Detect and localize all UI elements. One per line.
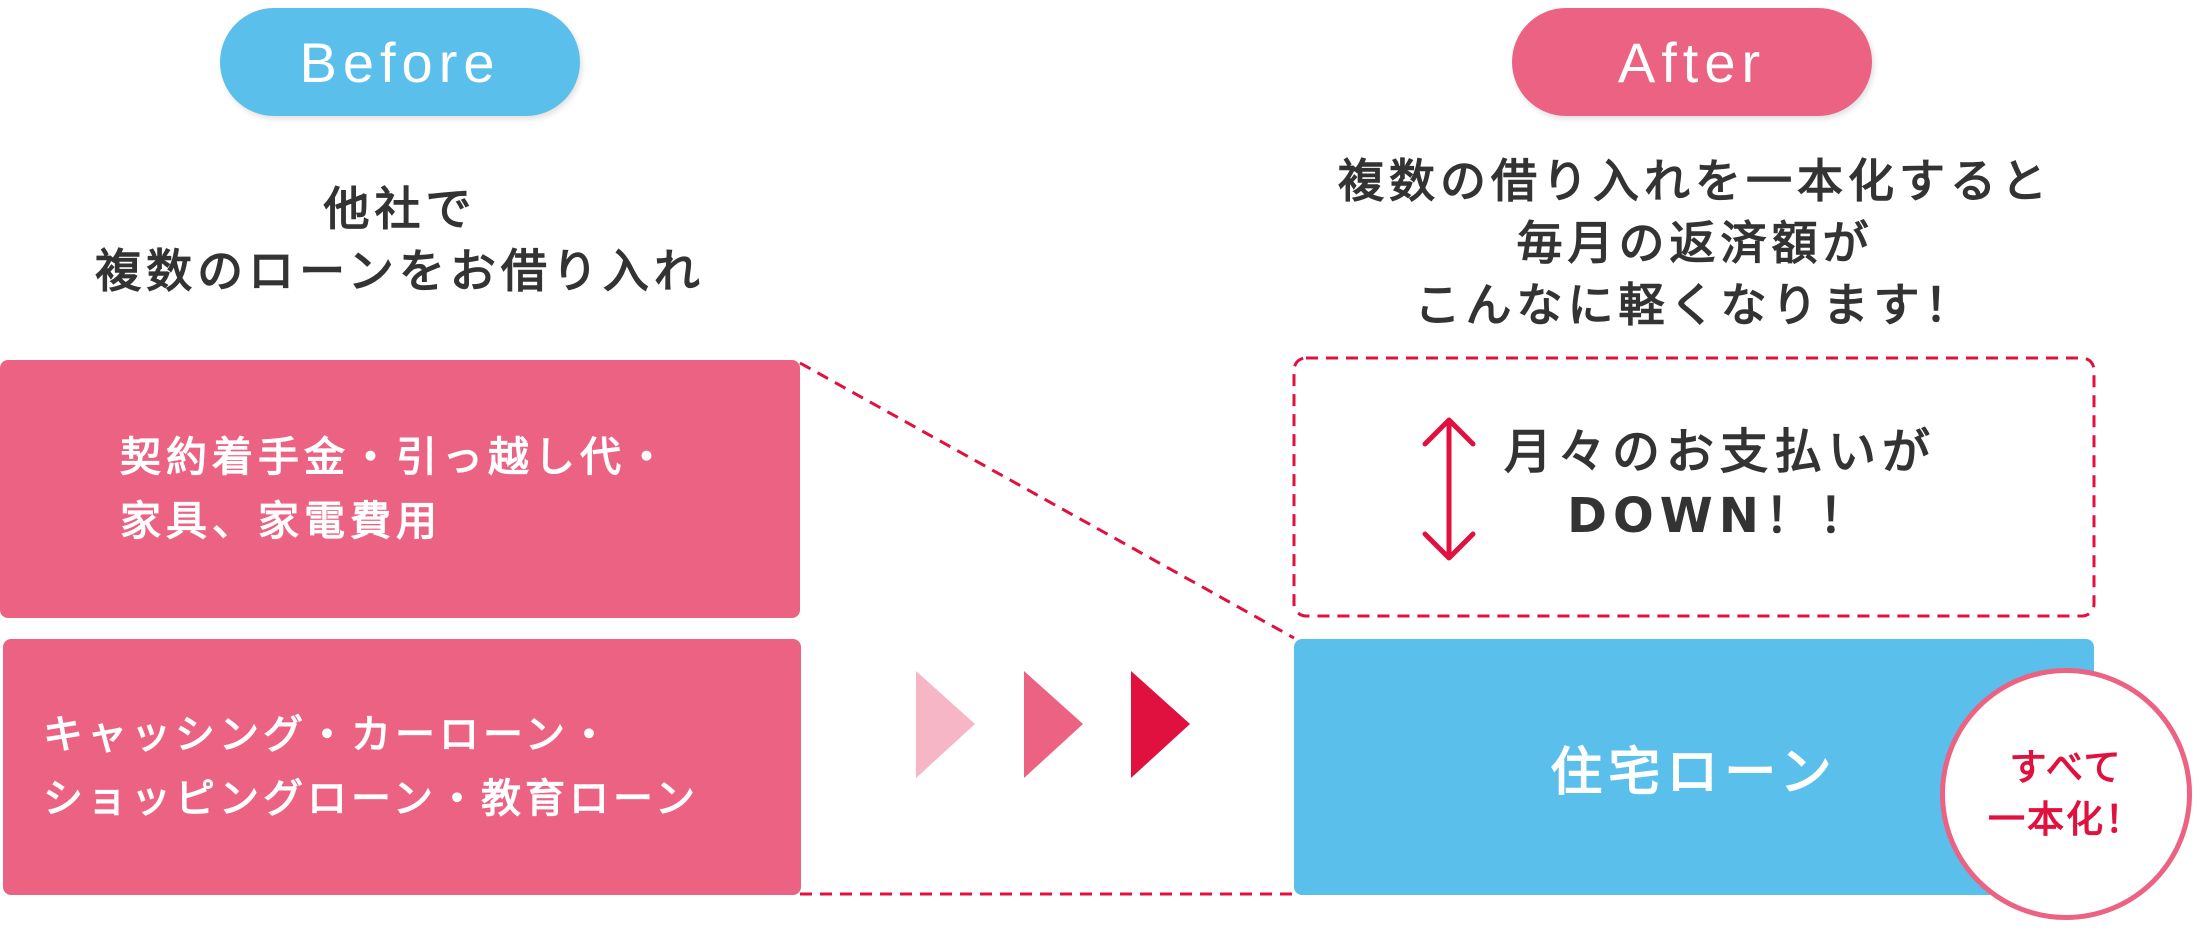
after-label: After xyxy=(1512,8,1872,116)
after-heading-line-1: 複数の借り入れを一本化すると xyxy=(1338,154,2052,208)
mortgage-label: 住宅ローン xyxy=(1550,742,1838,803)
payment-down-line-2: DOWN！！ xyxy=(1567,488,1873,544)
before-loans-line-1: キャッシング・カーローン・ xyxy=(43,712,613,758)
before-heading: 他社で 複数のローンをお借り入れ xyxy=(20,178,780,302)
down-dashed-box xyxy=(1292,356,2096,618)
triangle-arrow-icon xyxy=(916,671,975,778)
before-heading-line-1: 他社で xyxy=(323,182,477,236)
connector-top-line xyxy=(799,361,1295,640)
badge-line-1: すべて xyxy=(2009,746,2123,789)
after-heading-line-3: こんなに軽くなります！ xyxy=(1414,278,1976,332)
before-loans-line-2: ショッピングローン・教育ローン xyxy=(43,776,699,822)
triangle-arrow-icon xyxy=(1024,671,1083,778)
up-down-arrow-icon xyxy=(1422,417,1476,561)
triangle-arrow-icon xyxy=(1131,671,1190,778)
before-loans-box: キャッシング・カーローン・ ショッピングローン・教育ローン xyxy=(3,639,801,895)
before-expenses-line-2: 家具、家電費用 xyxy=(120,497,442,545)
after-heading-line-2: 毎月の返済額が xyxy=(1516,216,1874,270)
before-expenses-box: 契約着手金・引っ越し代・ 家具、家電費用 xyxy=(0,360,800,618)
before-label: Before xyxy=(220,8,580,116)
badge-line-2: 一本化！ xyxy=(1988,798,2144,841)
after-heading: 複数の借り入れを一本化すると 毎月の返済額が こんなに軽くなります！ xyxy=(1280,150,2110,336)
consolidated-badge: すべて 一本化！ xyxy=(1940,668,2192,920)
payment-down-text: 月々のお支払いが DOWN！！ xyxy=(1480,420,1960,548)
before-expenses-line-1: 契約着手金・引っ越し代・ xyxy=(120,433,672,481)
payment-down-line-1: 月々のお支払いが xyxy=(1503,424,1936,480)
before-heading-line-2: 複数のローンをお借り入れ xyxy=(95,244,705,298)
